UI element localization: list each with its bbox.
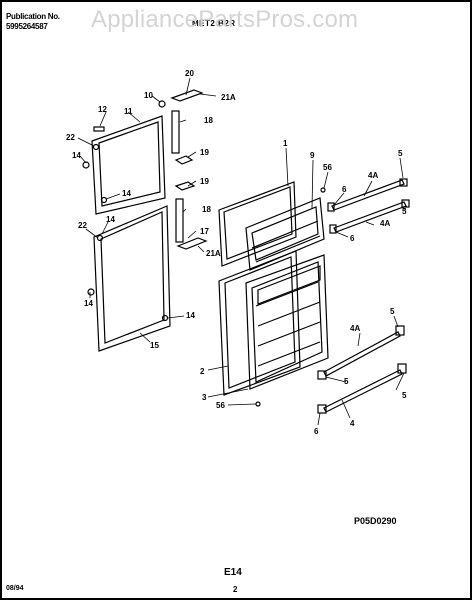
callout-leader-lines xyxy=(77,77,407,426)
callout-1: 1 xyxy=(283,139,288,148)
freezer-shelf-bars xyxy=(331,179,407,233)
callout-4a-top2: 4A xyxy=(380,219,390,228)
callout-2: 2 xyxy=(200,367,205,376)
callout-6-a: 6 xyxy=(342,185,347,194)
freezer-door-liner xyxy=(245,197,325,271)
freezer-door-gasket xyxy=(91,115,166,215)
callout-18-bottom: 18 xyxy=(202,205,211,214)
callout-14-d: 14 xyxy=(84,299,93,308)
callout-5-b: 5 xyxy=(402,207,407,216)
callout-10: 10 xyxy=(144,91,153,100)
fresh-food-door-panel xyxy=(218,250,301,396)
callout-19-bottom: 19 xyxy=(200,177,209,186)
callout-5-d: 5 xyxy=(344,377,349,386)
callout-9: 9 xyxy=(310,151,315,160)
watermark: AppliancePartsPros.com xyxy=(91,6,359,33)
publication-date: 08/94 xyxy=(6,585,24,592)
shelf-end-caps xyxy=(317,178,410,414)
callout-5-e: 5 xyxy=(402,391,407,400)
callout-3: 3 xyxy=(202,393,207,402)
callout-22-bottom: 22 xyxy=(78,221,87,230)
callout-21a-bottom: 21A xyxy=(206,249,221,258)
page-code: E14 xyxy=(224,567,242,578)
callout-21a-top: 21A xyxy=(221,93,236,102)
callout-4a-mid: 4A xyxy=(350,324,360,333)
callout-14-a: 14 xyxy=(72,151,81,160)
fresh-food-door-liner xyxy=(245,254,329,390)
callout-20: 20 xyxy=(185,69,194,78)
callout-14-c: 14 xyxy=(106,215,115,224)
callout-22-top: 22 xyxy=(66,133,75,142)
callout-17: 17 xyxy=(200,227,209,236)
freezer-door-panel xyxy=(218,181,297,267)
callout-4: 4 xyxy=(350,419,355,428)
callout-15: 15 xyxy=(150,341,159,350)
callout-5-a: 5 xyxy=(398,149,403,158)
page-number: 2 xyxy=(233,585,238,594)
callout-14-b: 14 xyxy=(122,189,131,198)
upper-hinge-parts xyxy=(170,89,204,165)
callout-6-c: 6 xyxy=(314,427,319,436)
callout-11: 11 xyxy=(124,107,133,116)
callout-labels: 20 21A 10 11 12 22 14 14 18 19 19 18 17 … xyxy=(66,69,407,436)
callout-14-e: 14 xyxy=(186,311,195,320)
lower-hinge-parts xyxy=(174,181,208,250)
publication-number: 5995264587 xyxy=(6,22,48,31)
callout-56-top: 56 xyxy=(323,163,332,172)
callout-4a-top1: 4A xyxy=(368,171,378,180)
callout-12: 12 xyxy=(98,105,107,114)
figure-code: P05D0290 xyxy=(354,516,397,526)
model-number: MET2 B2R xyxy=(192,19,236,28)
callout-6-b: 6 xyxy=(350,234,355,243)
callout-18-top: 18 xyxy=(204,116,213,125)
fresh-food-shelf-bars xyxy=(323,331,403,413)
callout-19-top: 19 xyxy=(200,148,209,157)
callout-56-bottom: 56 xyxy=(216,401,225,410)
publication-label: Publication No. xyxy=(6,12,60,21)
callout-5-c: 5 xyxy=(390,307,395,316)
